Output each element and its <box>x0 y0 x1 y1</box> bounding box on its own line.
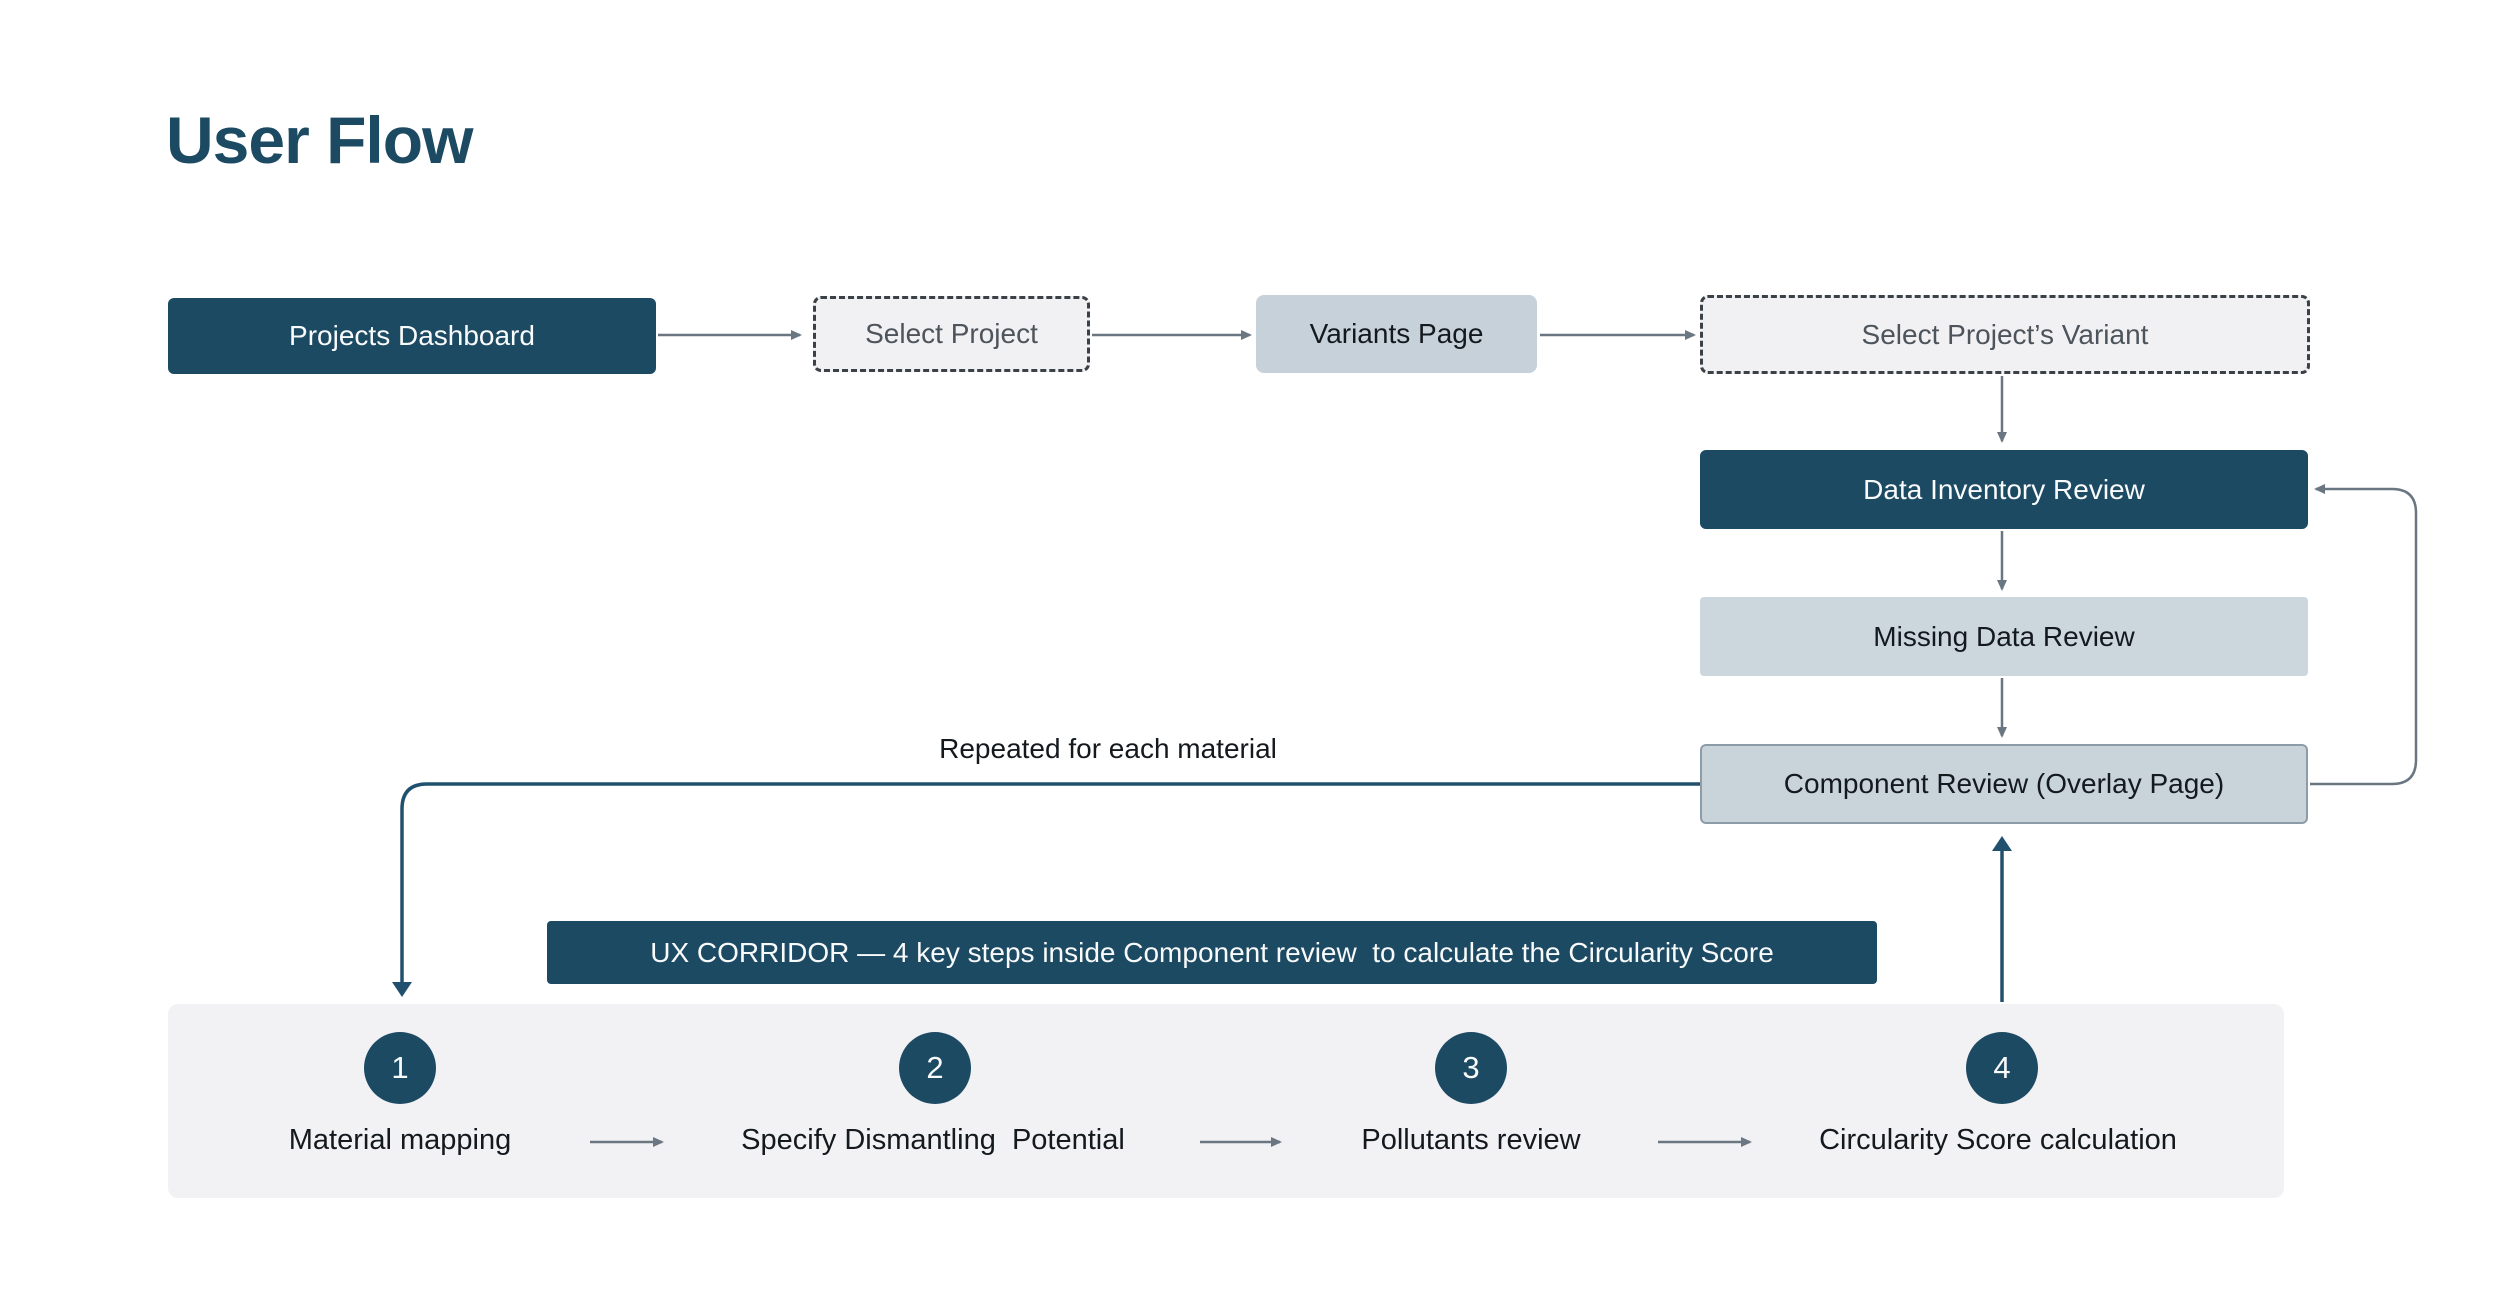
node-projects-dashboard: Projects Dashboard <box>168 298 656 374</box>
step-number: 3 <box>1462 1050 1480 1085</box>
step-label-2: Specify Dismantling Potential <box>741 1124 1125 1156</box>
step-circle-3: 3 <box>1435 1032 1507 1104</box>
step-label-3: Pollutants review <box>1361 1124 1581 1156</box>
step-number: 1 <box>391 1050 409 1085</box>
ux-corridor-banner: UX CORRIDOR — 4 key steps inside Compone… <box>547 921 1877 984</box>
node-component-review: Component Review (Overlay Page) <box>1700 744 2308 824</box>
node-select-project-variant: Select Project’s Variant <box>1700 295 2310 374</box>
node-variants-page: Variants Page <box>1256 295 1537 373</box>
node-missing-data-review: Missing Data Review <box>1700 597 2308 676</box>
step-label-1: Material mapping <box>288 1124 512 1156</box>
step-number: 2 <box>926 1050 944 1085</box>
page-title: User Flow <box>166 103 473 177</box>
step-number: 4 <box>1993 1050 2011 1085</box>
step-label-4: Circularity Score calculation <box>1819 1124 2177 1156</box>
repeated-for-each-material-label: Repeated for each material <box>939 733 1277 764</box>
loop-component-review-to-data-inventory <box>2310 484 2418 786</box>
node-data-inventory-review: Data Inventory Review <box>1700 450 2308 529</box>
ux-corridor-panel <box>168 1004 2284 1198</box>
step-circle-4: 4 <box>1966 1032 2038 1104</box>
node-select-project: Select Project <box>813 296 1090 372</box>
step-circle-1: 1 <box>364 1032 436 1104</box>
step-circle-2: 2 <box>899 1032 971 1104</box>
